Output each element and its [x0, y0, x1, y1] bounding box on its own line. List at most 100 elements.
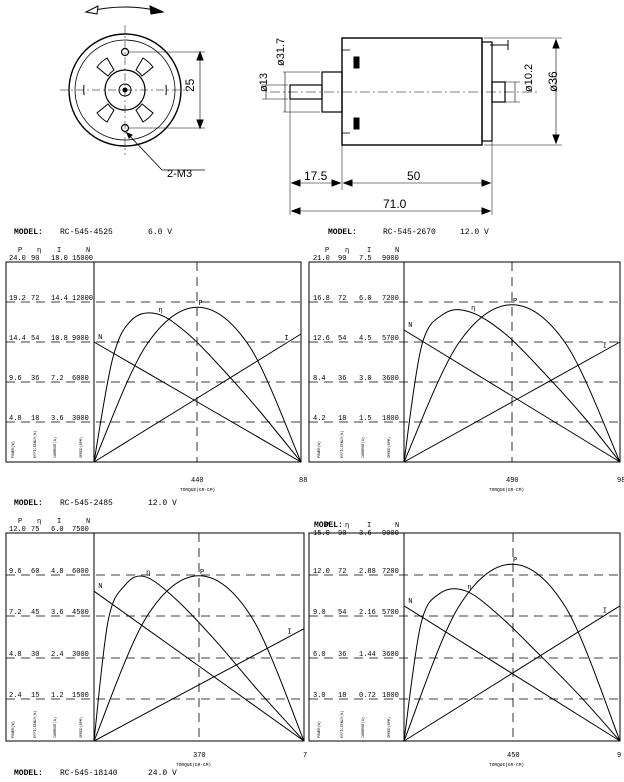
param-row-2-p: 9.0 — [313, 609, 326, 617]
param-row-4-i: 0.72 — [359, 692, 376, 700]
param-row-3-p: 9.6 — [9, 375, 22, 383]
param-row-3-p: 6.0 — [313, 651, 326, 659]
param-header-eta: η — [37, 518, 41, 526]
x-axis-label: TORQUE(GR-CM) — [176, 762, 211, 768]
axis-unit-speed: SPEED(RPM) — [79, 437, 84, 458]
x-tick-mid: 440 — [191, 477, 204, 485]
curve-n — [93, 341, 302, 463]
param-header-i: I — [367, 247, 371, 255]
x-tick-max: 98 — [617, 477, 624, 485]
axis-unit-speed: SPEED(RPM) — [387, 717, 392, 738]
curve-eta — [93, 575, 305, 742]
plot-frame — [5, 261, 302, 463]
dim-rear-diameter: ø10.2 — [523, 64, 535, 92]
param-row-1-i: 14.4 — [51, 295, 68, 303]
footer-model: MODEL: RC-545-18140 24.0 V — [14, 769, 177, 778]
curve-label-i: I — [603, 343, 607, 351]
param-row-3-i: 3.0 — [359, 375, 372, 383]
chart-rc-545-4525: MODEL: RC-545-4525 6.0 V P η I N 24.0 90… — [5, 228, 307, 493]
param-header-i: I — [57, 518, 61, 526]
axis-unit-power: POWER(W) — [11, 721, 16, 738]
param-row-1-n: 7200 — [382, 295, 399, 303]
dim-shaft-diameter: ø13 — [258, 73, 270, 92]
param-row-0-p: 21.0 — [313, 255, 330, 263]
curve-p — [403, 304, 621, 463]
param-row-2-i: 2.16 — [359, 609, 376, 617]
param-row-0-i: 6.0 — [51, 526, 64, 534]
model-number: RC-545-4525 — [60, 228, 113, 237]
side-view — [262, 37, 562, 215]
curve-p — [93, 306, 302, 463]
x-tick-max: 9 — [617, 752, 621, 760]
param-row-0-n: 9000 — [382, 255, 399, 263]
param-row-2-p: 7.2 — [9, 609, 22, 617]
param-row-4-p: 4.2 — [313, 415, 326, 423]
model-label: MODEL: — [328, 228, 357, 237]
param-row-3-i: 1.44 — [359, 651, 376, 659]
param-row-2-n: 4500 — [72, 609, 89, 617]
motor-drawing: 25 2-M3 ø31.7 ø13 ø10.2 ø36 17.5 50 71.0 — [60, 5, 562, 215]
x-tick-mid: 450 — [507, 752, 520, 760]
dim-total-length: 71.0 — [383, 197, 407, 211]
param-row-1-n: 6000 — [72, 568, 89, 576]
param-row-0-p: 12.0 — [9, 526, 26, 534]
curve-label-n: N — [98, 334, 102, 342]
param-row-4-eta: 18 — [338, 415, 346, 423]
x-axis-label: TORQUE(GR-CM) — [489, 762, 524, 768]
curve-eta — [403, 588, 621, 742]
curve-label-i: I — [284, 335, 288, 343]
dim-body-diameter: ø36 — [546, 71, 560, 92]
axis-unit-efficiency: EFFICIENCY(%) — [33, 431, 38, 458]
curve-label-eta: η — [471, 305, 475, 313]
param-row-0-i: 7.5 — [359, 255, 372, 263]
model-label: MODEL: — [314, 521, 343, 530]
model-label: MODEL: — [14, 499, 43, 508]
curve-i — [93, 333, 302, 463]
model-number: RC-545-18140 — [60, 769, 118, 778]
param-row-4-n: 3000 — [72, 415, 89, 423]
dim-body-length: 50 — [407, 169, 421, 183]
dim-flange-diameter: ø31.7 — [275, 38, 287, 66]
curve-i — [403, 605, 621, 742]
model-voltage: 12.0 V — [148, 499, 177, 508]
axis-unit-current: CURRENT(A) — [361, 437, 366, 458]
axis-unit-speed: SPEED(RPM) — [79, 717, 84, 738]
param-row-1-i: 6.0 — [359, 295, 372, 303]
param-row-3-eta: 36 — [338, 375, 346, 383]
param-header-eta: η — [345, 522, 349, 530]
param-row-3-n: 6000 — [72, 375, 89, 383]
x-tick-max: 88 — [299, 477, 307, 485]
param-row-2-p: 12.6 — [313, 335, 330, 343]
param-row-4-eta: 15 — [31, 692, 39, 700]
curve-label-n: N — [408, 322, 412, 330]
model-label: MODEL: — [14, 769, 43, 778]
curve-label-p: P — [199, 300, 203, 308]
param-row-4-eta: 18 — [31, 415, 39, 423]
curve-p — [93, 575, 305, 742]
axis-unit-current: CURRENT(A) — [53, 437, 58, 458]
param-row-3-eta: 36 — [31, 375, 39, 383]
curve-i — [403, 341, 621, 463]
param-row-2-i: 10.8 — [51, 335, 68, 343]
param-header-p: P — [325, 247, 329, 255]
param-header-n: N — [395, 247, 399, 255]
dim-screws: 2-M3 — [167, 168, 192, 180]
param-row-4-i: 1.2 — [51, 692, 64, 700]
axis-unit-current: CURRENT(A) — [53, 717, 58, 738]
dim-height: 25 — [183, 78, 197, 92]
axis-unit-power: POWER(W) — [317, 441, 322, 458]
front-view — [60, 25, 205, 171]
param-row-2-eta: 54 — [338, 609, 346, 617]
param-row-0-n: 7500 — [72, 526, 89, 534]
x-tick-max: 7 — [303, 752, 307, 760]
param-row-3-p: 8.4 — [313, 375, 326, 383]
param-header-n: N — [395, 522, 399, 530]
param-row-2-i: 3.6 — [51, 609, 64, 617]
axis-unit-power: POWER(W) — [11, 441, 16, 458]
param-row-1-p: 12.0 — [313, 568, 330, 576]
param-row-2-n: 9000 — [72, 335, 89, 343]
param-row-4-p: 2.4 — [9, 692, 22, 700]
plot-frame — [308, 532, 621, 742]
axis-unit-efficiency: EFFICIENCY(%) — [340, 431, 345, 458]
param-header-eta: η — [37, 247, 41, 255]
